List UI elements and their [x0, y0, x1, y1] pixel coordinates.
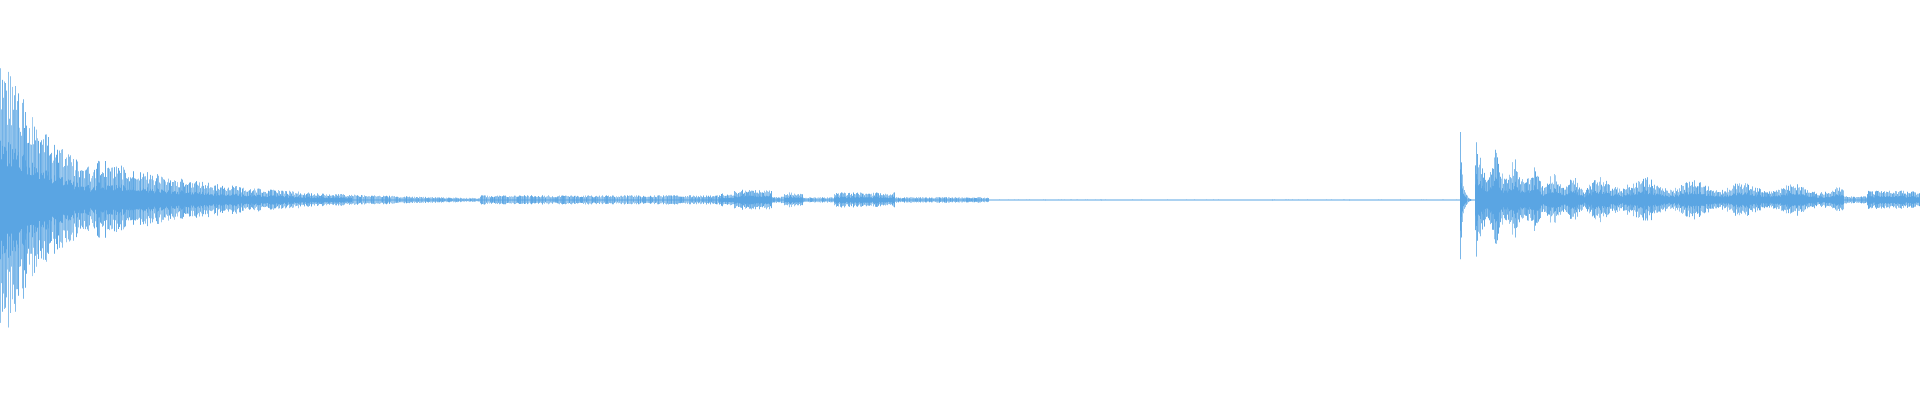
waveform-peaks [0, 68, 1920, 328]
